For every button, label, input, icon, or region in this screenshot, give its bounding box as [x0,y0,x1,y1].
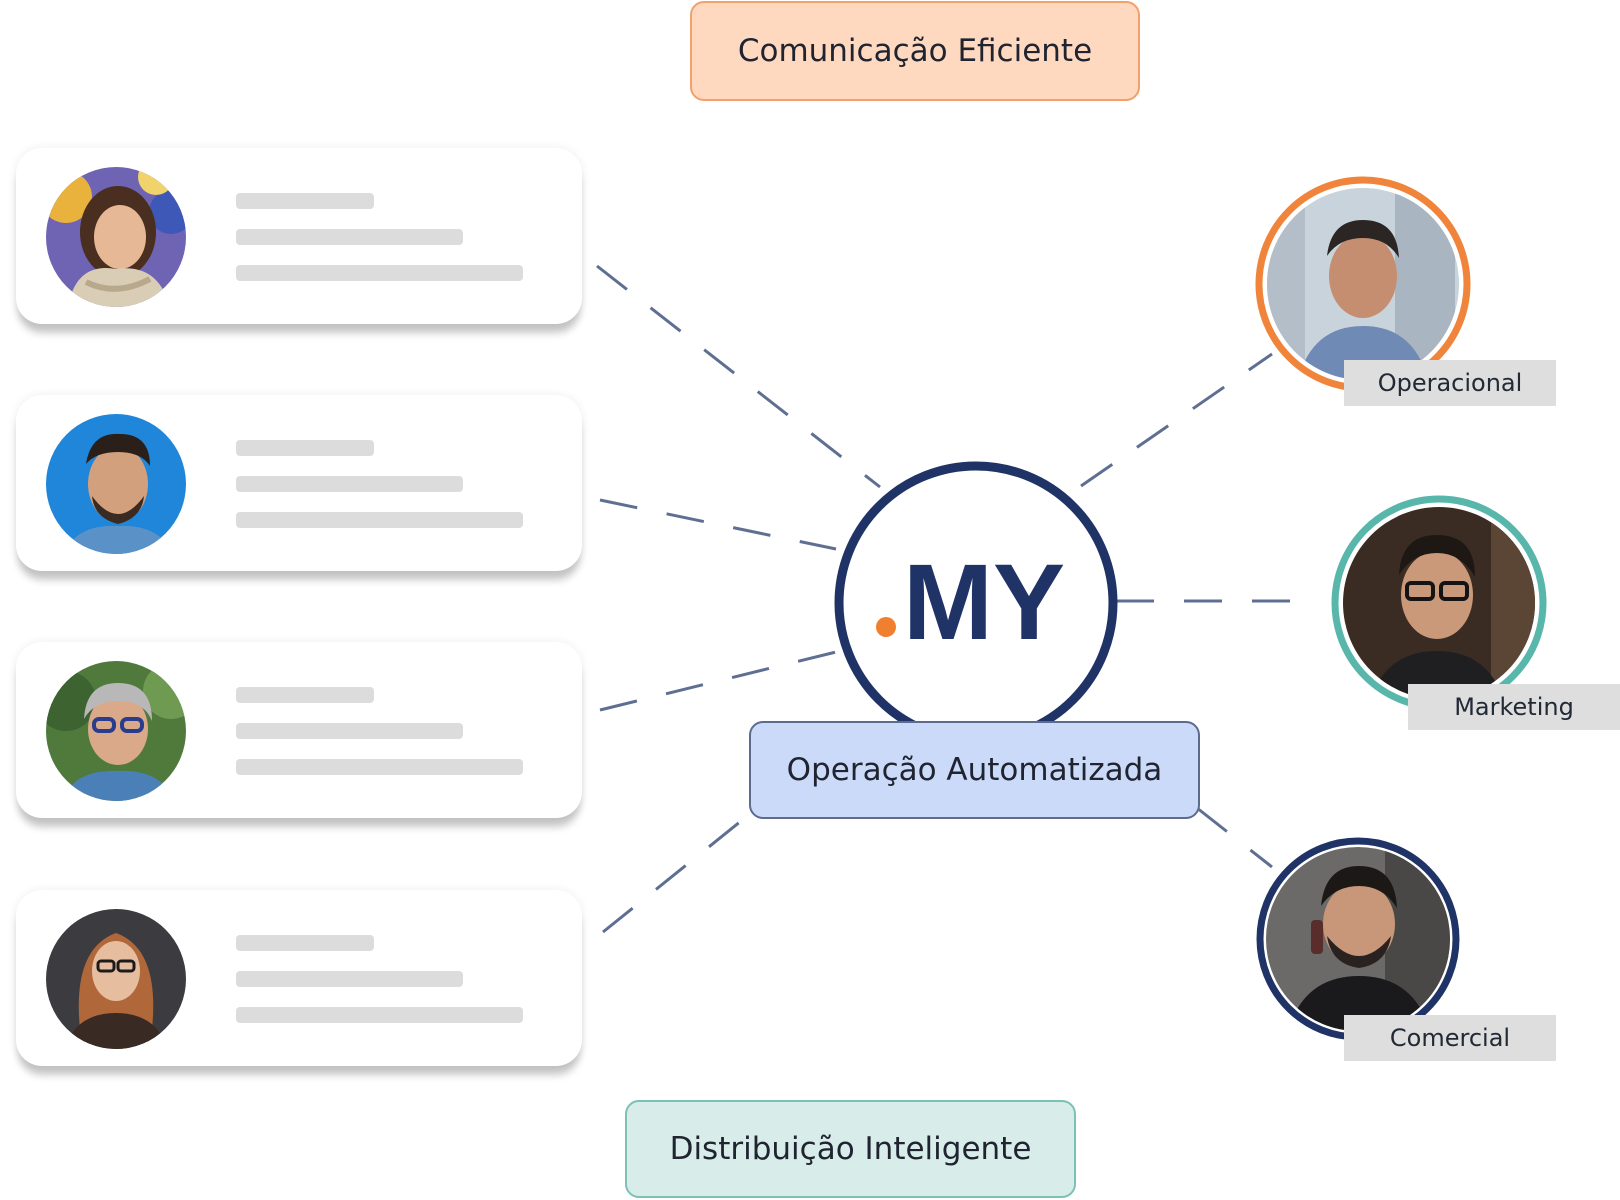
team-label-operacional: Operacional [1344,360,1556,406]
team-avatar-operacional [1255,176,1471,396]
contact-card-3[interactable] [16,642,582,818]
placeholder-bar [236,759,523,775]
contact-avatar-woman-scarf [46,167,186,307]
contact-avatar-older-man-glasses [46,661,186,801]
connector-contact-2 [599,498,837,551]
placeholder-bar [236,1007,523,1023]
placeholder-bar [236,476,463,492]
placeholder-bar [236,440,374,456]
logo-dot-icon [876,617,896,637]
heading-distribuicao-inteligente: Distribuição Inteligente [625,1100,1076,1198]
team-label-comercial: Comercial [1344,1015,1556,1061]
heading-bottom-text: Distribuição Inteligente [669,1131,1032,1167]
team-label-marketing: Marketing [1408,684,1620,730]
placeholder-bar [236,935,374,951]
team-avatar-comercial [1255,836,1461,1046]
placeholder-bar [236,265,523,281]
heading-comunicacao-eficiente: Comunicação Eficiente [690,1,1140,101]
heading-center-text: Operação Automatizada [786,752,1163,788]
placeholder-bar [236,229,463,245]
connector-contact-3 [599,650,837,712]
contact-card-1[interactable] [16,148,582,324]
team-avatar-marketing [1331,495,1547,715]
contact-avatar-woman-glasses [46,909,186,1049]
connector-contact-1 [596,264,881,489]
placeholder-bar [236,971,463,987]
my-logo: MY [832,459,1120,751]
connector-contact-4 [602,807,757,934]
heading-top-text: Comunicação Eficiente [737,33,1093,69]
contact-card-4[interactable] [16,890,582,1066]
contact-card-2[interactable] [16,395,582,571]
contact-avatar-man-beard [46,414,186,554]
connector-comercial [1196,806,1273,869]
logo-text: MY [903,541,1065,662]
placeholder-bar [236,723,463,739]
placeholder-bar [236,193,374,209]
placeholder-bar [236,687,374,703]
placeholder-bar [236,512,523,528]
heading-operacao-automatizada: Operação Automatizada [749,721,1200,819]
